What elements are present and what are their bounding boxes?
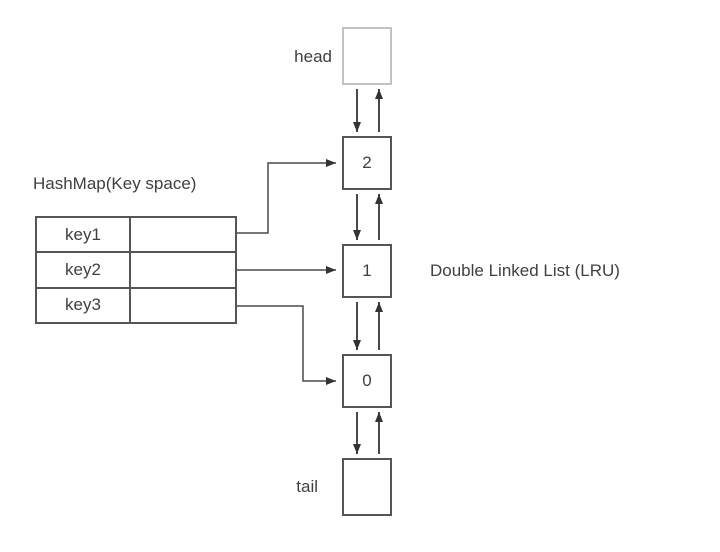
hashmap-row-key1: key1	[37, 218, 235, 254]
hashmap-key2-cell: key2	[37, 253, 131, 287]
key3-to-node0-connector-arrow	[237, 305, 336, 385]
hashmap-key3-cell: key3	[37, 288, 131, 322]
linked-list-caption: Double Linked List (LRU)	[430, 261, 620, 280]
hashmap-key1-value-cell	[131, 218, 235, 251]
hashmap-row-key2: key2	[37, 253, 235, 289]
key1-to-node2-connector-arrow	[237, 159, 336, 234]
list-node-1-value: 1	[362, 261, 372, 280]
tail-label: tail	[296, 477, 318, 496]
tail-pointer-box	[342, 458, 392, 516]
head-label: head	[294, 47, 332, 66]
hashmap-table: key1 key2 key3	[35, 216, 237, 324]
head-pointer-box	[342, 27, 392, 85]
hashmap-row-key3: key3	[37, 288, 235, 322]
hashmap-key1-cell: key1	[37, 218, 131, 252]
hashmap-title: HashMap(Key space)	[33, 174, 197, 193]
hashmap-key2-value-cell	[131, 253, 235, 286]
list-node-2: 2	[342, 136, 392, 190]
list-node-0: 0	[342, 354, 392, 408]
list-node-0-value: 0	[362, 371, 372, 390]
list-node-1: 1	[342, 244, 392, 298]
hashmap-key3-value-cell	[131, 289, 235, 322]
list-node-2-value: 2	[362, 153, 372, 172]
